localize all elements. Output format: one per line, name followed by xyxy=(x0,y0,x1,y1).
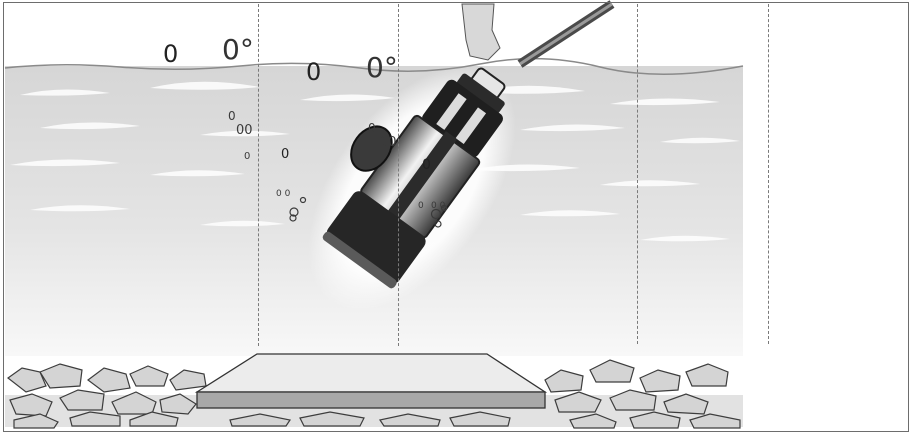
bubble-glyph: 00 xyxy=(236,123,253,138)
bubble-glyph: 0° xyxy=(366,51,398,84)
bubble-glyph: 00 xyxy=(380,135,397,150)
bubble-glyph: 0 xyxy=(368,121,376,135)
air-bubbles-icon xyxy=(289,196,448,228)
bubble-glyph: 0 0 xyxy=(431,201,446,211)
guide-line xyxy=(398,4,399,346)
guide-line xyxy=(637,4,638,344)
guide-line xyxy=(768,4,769,344)
bubble-glyph: 0 0 xyxy=(276,189,291,199)
hand-icon xyxy=(461,3,501,61)
bubble-glyph: 0 xyxy=(281,147,290,162)
bubble-glyph: 0 xyxy=(163,40,179,68)
bubble-glyph: 0 xyxy=(306,58,322,86)
bubble-glyph: 0° xyxy=(222,33,254,66)
bubble-glyph: 0 xyxy=(418,201,424,211)
bubble-glyph: 0 xyxy=(244,151,251,162)
base-slab xyxy=(194,353,548,409)
bubble-glyph: 0 xyxy=(422,157,431,173)
bubble-glyph: 0 xyxy=(228,109,236,123)
submersible-pump-icon xyxy=(308,65,516,311)
hose xyxy=(517,0,615,68)
guide-line xyxy=(258,4,259,346)
